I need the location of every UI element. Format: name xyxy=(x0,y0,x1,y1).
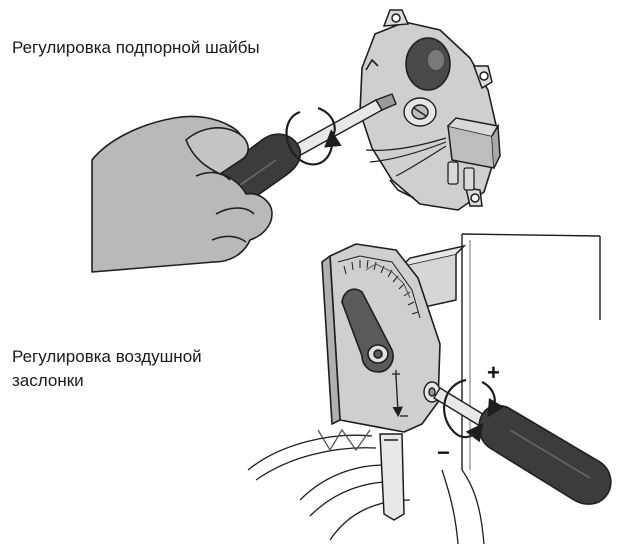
electrode-posts xyxy=(447,161,475,191)
port-hole-highlight xyxy=(428,50,444,70)
rotation-arrow-top xyxy=(285,106,342,166)
electrode-block xyxy=(447,117,501,169)
label-air-damper-adjustment: Регулировка воздушной заслонки xyxy=(12,345,202,393)
washer-adjust-screw xyxy=(403,97,437,127)
bottom-screwdriver-handle xyxy=(478,404,612,505)
electrode-wires xyxy=(365,137,447,177)
rotation-arrow-bottom xyxy=(443,378,505,443)
mounting-tab-bottom xyxy=(465,187,483,207)
plus-sign: + xyxy=(487,360,500,385)
mounting-clip xyxy=(379,433,405,521)
minus-sign: − xyxy=(437,440,450,465)
label-air-damper-line2: заслонки xyxy=(12,371,84,390)
bottom-screwdriver-shaft xyxy=(433,387,487,427)
mounting-tab-right xyxy=(472,65,493,90)
burner-port-hole xyxy=(405,37,451,91)
thumb xyxy=(185,127,249,175)
mounting-tab-top xyxy=(382,9,410,27)
damper-direction-mark xyxy=(392,370,408,418)
label-air-damper-line1: Регулировка воздушной xyxy=(12,347,202,366)
damper-scale xyxy=(337,255,421,319)
damper-lever xyxy=(341,288,394,373)
label-backing-washer-adjustment: Регулировка подпорной шайбы xyxy=(12,38,260,57)
